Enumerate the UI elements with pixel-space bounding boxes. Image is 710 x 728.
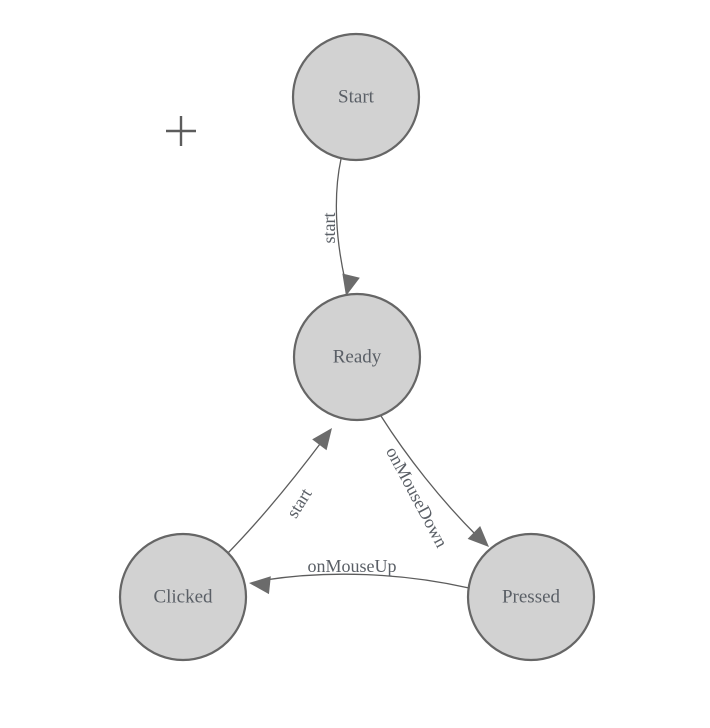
node-clicked[interactable]: Clicked: [118, 532, 248, 662]
node-circle: [292, 292, 422, 422]
node-label-ready: Ready: [333, 347, 382, 368]
edge-path: [335, 158, 346, 281]
edge-label-start-to-ready: start: [319, 213, 339, 244]
node-label-start: Start: [338, 87, 375, 108]
edge-path: [380, 415, 478, 537]
edge-arrowhead: [312, 428, 332, 451]
edge-start-to-ready[interactable]: start: [319, 158, 360, 298]
edge-clicked-to-ready[interactable]: start: [227, 423, 339, 554]
crosshair-icon: [166, 116, 196, 146]
node-start[interactable]: Start: [291, 32, 421, 162]
edge-label-clicked-to-ready: start: [282, 485, 315, 522]
edge-path: [264, 573, 470, 589]
node-ready[interactable]: Ready: [292, 292, 422, 422]
edge-path: [227, 439, 324, 554]
edge-arrowhead: [249, 576, 271, 595]
edge-label-pressed-to-clicked: onMouseUp: [308, 556, 397, 576]
edge-arrowhead: [467, 525, 489, 547]
node-circle: [291, 32, 421, 162]
node-circle: [466, 532, 596, 662]
edge-pressed-to-clicked[interactable]: onMouseUp: [248, 556, 470, 595]
node-label-pressed: Pressed: [502, 587, 561, 608]
edge-arrowhead: [342, 273, 360, 296]
node-circle: [118, 532, 248, 662]
node-label-clicked: Clicked: [153, 587, 213, 608]
edge-ready-to-pressed[interactable]: onMouseDown: [380, 415, 495, 553]
node-pressed[interactable]: Pressed: [466, 532, 596, 662]
